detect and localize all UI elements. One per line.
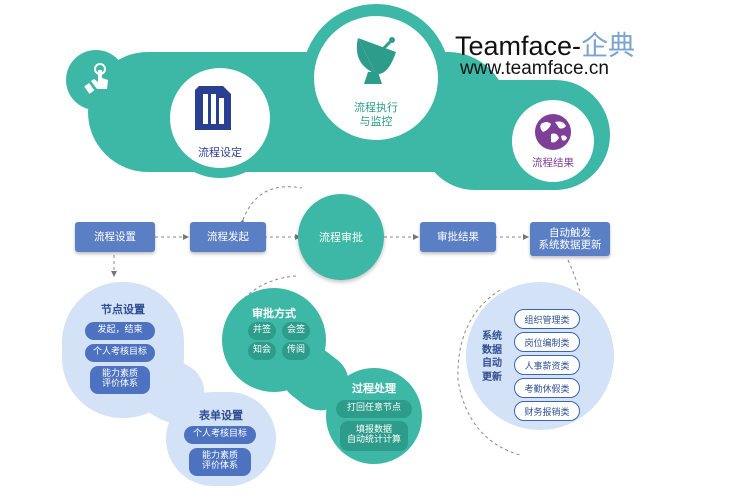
brand-name-accent: 企典 [581, 31, 636, 61]
system-item-1: 组织管理类 [514, 309, 580, 329]
system-item-4: 考勤休假类 [514, 378, 580, 398]
process-handling-item-1: 打回任意节点 [336, 400, 412, 418]
system-item-3: 人事薪资类 [514, 355, 580, 375]
node-settings-item-2: 个人考核目标 [85, 344, 155, 362]
node-item3-line1: 能力素质 [101, 369, 138, 380]
flow-auto-line2: 系统数据更新 [538, 239, 602, 251]
process-item2-line1: 填报数据 [355, 425, 392, 436]
form-settings-item-2: 能力素质 评价体系 [189, 448, 251, 476]
top-stage-band: 流程设定 流程执行 与监控 流程结果 [0, 0, 732, 190]
brand-name: Teamface- [455, 31, 582, 61]
stage-execute-label-1: 流程执行 [354, 101, 398, 114]
node-item3-line2: 评价体系 [101, 379, 138, 389]
form-settings-item-1: 个人考核目标 [184, 426, 256, 444]
system-title-3: 自动 [482, 358, 502, 369]
satellite-dish-icon [350, 30, 402, 86]
stage-result-label: 流程结果 [532, 157, 574, 169]
flow-auto-trigger-box: 自动触发 系统数据更新 [530, 222, 610, 256]
flow-approve-result-box: 审批结果 [420, 222, 496, 252]
system-update-title: 系统 数据 自动 更新 [472, 330, 512, 384]
system-item-2: 岗位编制类 [514, 332, 580, 352]
process-handling-item-2: 填报数据 自动统计计算 [340, 421, 408, 451]
system-title-1: 系统 [482, 331, 502, 342]
node-settings-item-1: 发起，结束 [85, 322, 155, 340]
system-title-4: 更新 [482, 371, 502, 383]
process-handling-title: 过程处理 [352, 382, 396, 395]
flow-setup-box: 流程设置 [75, 222, 155, 252]
process-item2-line2: 自动统计计算 [346, 435, 401, 445]
system-title-2: 数据 [482, 344, 502, 356]
form-item2-line2: 评价体系 [201, 461, 238, 471]
system-item-5: 财务报销类 [514, 401, 580, 421]
flow-launch-box: 流程发起 [190, 222, 266, 252]
flow-approve-circle [298, 194, 384, 280]
brand-title: Teamface-企典 [455, 24, 635, 63]
approval-methods-title: 审批方式 [252, 307, 296, 320]
stage-execute-label-2: 与监控 [359, 115, 393, 128]
stage-setup-label: 流程设定 [198, 146, 242, 159]
hand-pointer-icon [80, 62, 114, 96]
touch-circle [66, 50, 126, 110]
brand-url: www.teamface.cn [460, 58, 609, 79]
sd-card-icon [193, 84, 233, 132]
node-settings-item-3: 能力素质 评价体系 [90, 366, 150, 394]
approval-method-1: 并签 [248, 322, 276, 340]
flow-auto-line1: 自动触发 [549, 226, 591, 239]
approval-method-4: 传阅 [282, 342, 310, 360]
node-settings-title: 节点设置 [101, 303, 145, 316]
approval-method-2: 会签 [282, 322, 310, 340]
globe-icon [533, 112, 573, 152]
form-item2-line1: 能力素质 [201, 451, 238, 462]
form-settings-title: 表单设置 [199, 409, 243, 422]
flow-approve-label: 流程审批 [319, 231, 363, 244]
approval-method-3: 知会 [248, 342, 276, 360]
